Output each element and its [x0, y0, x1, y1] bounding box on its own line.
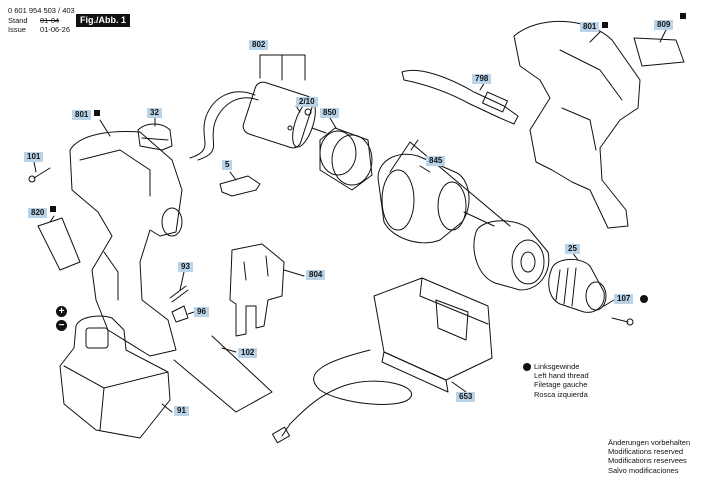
switch-slide-drawing	[219, 175, 261, 197]
callout-802[interactable]: 802	[249, 40, 269, 50]
legend-dot-icon	[523, 363, 531, 371]
note-line-en: Modifications reserved	[608, 447, 684, 457]
legend-equals: =	[527, 362, 532, 371]
minus-terminal-icon: −	[56, 320, 67, 331]
label-820-drawing	[37, 217, 81, 271]
legend-line-de: Linksgewinde	[534, 362, 580, 371]
housing-right-drawing	[513, 20, 641, 229]
charger-cable-drawing	[271, 349, 413, 444]
callout-5[interactable]: 5	[222, 160, 233, 170]
legend-line-en: Left hand thread	[534, 371, 589, 381]
callout-653[interactable]: 653	[456, 392, 476, 402]
callout-804[interactable]: 804	[306, 270, 326, 280]
legend-line-es: Rosca izquierda	[534, 389, 588, 399]
callout-820[interactable]: 820	[28, 208, 48, 218]
callout-798[interactable]: 798	[472, 74, 492, 84]
nameplate-809-drawing	[633, 37, 685, 67]
housing-left-drawing	[69, 131, 183, 357]
screw-101-drawing	[28, 167, 51, 183]
note-line-de: Änderungen vorbehalten	[608, 438, 691, 447]
switch-drawing	[229, 243, 285, 337]
reference-mark-820	[50, 206, 56, 212]
callout-809[interactable]: 809	[654, 20, 674, 30]
note-line-es: Salvo modificaciones	[608, 465, 679, 475]
issue-value: 01-06-26	[40, 25, 71, 34]
chuck-drawing	[548, 259, 607, 313]
left-hand-thread-dot-107	[640, 295, 648, 303]
document-number: 0 601 954 503 / 403	[8, 6, 75, 15]
legend: Linksgewinde Left hand thread Filetage g…	[534, 362, 589, 399]
torque-sleeve-drawing	[473, 220, 550, 291]
gear-ring-drawing	[319, 127, 373, 191]
charger-drawing	[373, 277, 493, 393]
battery-drawing	[59, 315, 171, 439]
callout-850[interactable]: 850	[320, 108, 340, 118]
lever-96-drawing	[171, 305, 189, 323]
callout-845[interactable]: 845	[426, 156, 446, 166]
callout-96[interactable]: 96	[194, 307, 209, 317]
figure-label: Fig./Abb. 1	[76, 14, 130, 27]
callout-91[interactable]: 91	[174, 406, 189, 416]
issue-label: Issue	[8, 25, 26, 34]
belt-clip-drawing	[401, 69, 519, 125]
reference-mark-801-left	[94, 110, 100, 116]
leader-lines	[33, 29, 667, 413]
cover-32-drawing	[137, 123, 173, 151]
bracket-802	[259, 54, 306, 81]
callout-2-10[interactable]: 2/10	[296, 97, 318, 107]
pin-93-drawing	[169, 285, 189, 303]
reference-mark-809	[680, 13, 686, 19]
callout-107[interactable]: 107	[614, 294, 634, 304]
callout-801-right[interactable]: 801	[580, 22, 600, 32]
wire-102-drawing	[173, 335, 273, 413]
callout-101[interactable]: 101	[24, 152, 44, 162]
callout-801-left[interactable]: 801	[72, 110, 92, 120]
screw-107-drawing	[611, 317, 634, 326]
reference-mark-801-right	[602, 22, 608, 28]
legend-line-fr: Filetage gauche	[534, 380, 588, 390]
callout-102[interactable]: 102	[238, 348, 258, 358]
motor-drawing	[189, 81, 327, 161]
stand-label: Stand	[8, 16, 28, 25]
plus-terminal-icon: +	[56, 306, 67, 317]
note-line-fr: Modifications reservees	[608, 456, 687, 466]
callout-93[interactable]: 93	[178, 262, 193, 272]
callout-25[interactable]: 25	[565, 244, 580, 254]
callout-32[interactable]: 32	[147, 108, 162, 118]
modification-notes: Änderungen vorbehalten Modifications res…	[608, 438, 690, 475]
stand-value: 01-04	[40, 16, 60, 25]
